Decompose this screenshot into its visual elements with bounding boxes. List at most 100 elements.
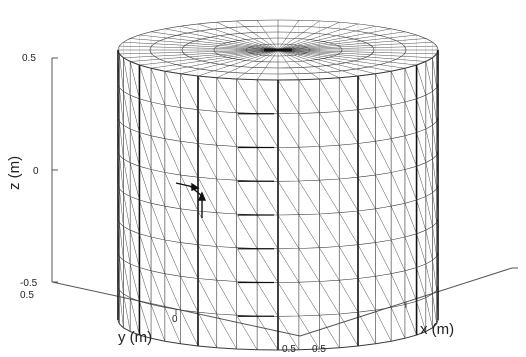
front-diagonal-line xyxy=(390,273,406,305)
top-cap-spoke xyxy=(236,20,279,51)
top-cap-spoke xyxy=(197,49,279,77)
front-diagonal-line xyxy=(129,297,140,336)
front-diagonal-line xyxy=(357,177,376,209)
front-diagonal-line xyxy=(404,68,417,99)
top-cap-spoke xyxy=(277,49,376,75)
front-diagonal-line xyxy=(425,196,433,227)
top-cap-spoke xyxy=(130,49,279,62)
front-diagonal-line xyxy=(180,208,199,245)
front-diagonal-line xyxy=(436,290,439,321)
front-diagonal-line xyxy=(404,135,417,167)
front-diagonal-line xyxy=(404,270,417,302)
front-diagonal-line xyxy=(256,79,279,114)
front-diagonal-line xyxy=(180,141,199,178)
front-diagonal-line xyxy=(139,132,152,170)
front-diagonal-line xyxy=(117,49,120,88)
front-diagonal-line xyxy=(123,125,131,163)
front-diagonal-line xyxy=(375,309,392,342)
top-cap-spoke xyxy=(151,31,279,51)
front-diagonal-line xyxy=(197,143,217,180)
front-diagonal-line xyxy=(117,286,120,324)
top-cap-spoke xyxy=(277,38,426,51)
front-diagonal-line xyxy=(236,112,258,148)
front-diagonal-line xyxy=(139,301,152,339)
front-diagonal-line xyxy=(277,316,300,350)
front-diagonal-line xyxy=(197,177,217,213)
front-diagonal-line xyxy=(256,214,279,249)
front-diagonal-line xyxy=(277,147,300,182)
front-diagonal-line xyxy=(123,192,131,231)
front-diagonal-line xyxy=(119,121,124,160)
front-diagonal-line xyxy=(339,246,359,279)
front-diagonal-line xyxy=(197,75,217,112)
front-diagonal-line xyxy=(119,188,124,227)
front-diagonal-line xyxy=(256,113,279,148)
front-diagonal-line xyxy=(180,309,199,347)
front-diagonal-line xyxy=(339,145,359,178)
front-diagonal-line xyxy=(129,196,140,234)
front-diagonal-line xyxy=(216,313,237,350)
front-diagonal-line xyxy=(216,212,237,248)
top-cap-spoke xyxy=(216,49,279,78)
front-diagonal-line xyxy=(432,192,437,223)
top-cap-spoke xyxy=(151,49,279,69)
front-diagonal-line xyxy=(375,107,392,139)
front-diagonal-line xyxy=(416,301,427,332)
front-diagonal-line xyxy=(298,113,320,147)
front-diagonal-line xyxy=(139,267,152,305)
front-diagonal-line xyxy=(277,248,300,283)
front-diagonal-line xyxy=(432,91,437,122)
front-diagonal-line xyxy=(416,166,427,197)
front-diagonal-line xyxy=(197,109,217,146)
front-diagonal-line xyxy=(298,315,320,350)
local-frame-marker xyxy=(175,182,207,218)
front-diagonal-line xyxy=(123,226,131,265)
front-diagonal-line xyxy=(436,155,439,186)
front-diagonal-line xyxy=(404,169,417,201)
top-cap-spoke xyxy=(180,25,279,51)
x-axis-title: x (m) xyxy=(420,321,454,338)
x-tick-label-end: 0.5 xyxy=(312,344,326,355)
front-diagonal-line xyxy=(357,75,376,108)
front-diagonal-line xyxy=(416,199,427,231)
top-cap-spoke xyxy=(277,25,376,51)
front-diagonal-line xyxy=(416,267,427,298)
front-diagonal-line xyxy=(216,178,237,215)
front-diagonal-line xyxy=(236,315,258,350)
front-diagonal-line xyxy=(129,61,140,99)
top-cap-spoke xyxy=(277,45,437,51)
front-diagonal-line xyxy=(236,146,258,182)
top-cap-spoke xyxy=(123,42,279,51)
top-cap-spoke xyxy=(277,49,320,80)
front-diagonal-line xyxy=(180,73,199,110)
front-diagonal-line xyxy=(425,162,433,193)
front-diagonal-line xyxy=(375,208,392,241)
front-diagonal-line xyxy=(180,276,199,313)
front-diagonal-line xyxy=(375,174,392,207)
front-diagonal-line xyxy=(180,174,199,212)
front-diagonal-line xyxy=(357,109,376,142)
y-axis-title: y (m) xyxy=(118,329,152,346)
front-diagonal-line xyxy=(216,280,237,316)
front-diagonal-line xyxy=(180,107,199,144)
front-diagonal-line xyxy=(436,121,439,152)
front-diagonal-line xyxy=(436,222,439,253)
top-cap-spoke xyxy=(164,49,279,72)
top-cap-spoke xyxy=(277,28,392,51)
top-cap-spoke xyxy=(164,28,279,51)
front-diagonal-line xyxy=(339,77,359,110)
front-diagonal-line xyxy=(375,141,392,173)
y-tick-label-start: 0.5 xyxy=(20,290,34,301)
front-diagonal-line xyxy=(277,214,300,249)
front-diagonal-line xyxy=(432,158,437,189)
front-diagonal-line xyxy=(436,188,439,219)
top-cap-spoke xyxy=(236,49,279,80)
z-tick-label-bottom: -0.5 xyxy=(20,278,38,289)
front-diagonal-line xyxy=(416,233,427,265)
front-diagonal-line xyxy=(123,57,131,96)
front-diagonal-line xyxy=(197,278,217,315)
front-diagonal-line xyxy=(432,260,437,291)
top-cap-spoke xyxy=(180,49,279,75)
top-cap-spoke xyxy=(277,42,433,51)
axes-frame xyxy=(51,57,518,337)
